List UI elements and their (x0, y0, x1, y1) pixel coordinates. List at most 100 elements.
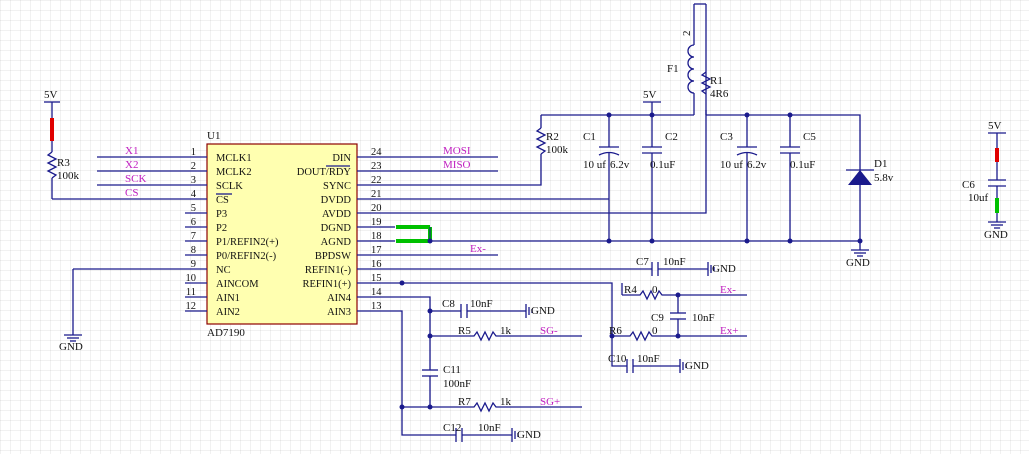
u1-right-pins: 24DIN23DOUT/RDY22SYNC21DVDD20AVDD19DGND1… (297, 147, 383, 318)
top-rail-right (706, 114, 861, 241)
resistor-r6[interactable] (622, 330, 747, 342)
capacitor-c2[interactable] (642, 115, 662, 241)
c7-value: 10nF (663, 256, 686, 268)
gnd-label-c10: GND (685, 360, 709, 372)
c11-value: 100nF (443, 378, 471, 390)
c7-ref: C7 (636, 256, 649, 268)
c12-value: 10nF (478, 422, 501, 434)
f1-pin: 2 (681, 31, 693, 37)
capacitor-c3[interactable] (736, 115, 758, 241)
u1-pin-number: 2 (191, 161, 196, 172)
u1-pin-number: 1 (191, 147, 196, 158)
dgnd-agnd-link[interactable] (396, 225, 432, 243)
capacitor-c9[interactable] (670, 295, 686, 336)
c9-ref: C9 (651, 312, 664, 324)
u1-pin-name: P1/REFIN2(+) (216, 237, 279, 248)
resistor-r7[interactable] (402, 401, 582, 413)
u1-pin-name: AVDD (322, 209, 351, 220)
u1-pin-number: 8 (191, 245, 196, 256)
u1-pin-name: AIN2 (216, 307, 240, 318)
u1-pin-number: 9 (191, 259, 196, 270)
net-label-sck: SCK (125, 173, 146, 185)
d1-ref: D1 (874, 158, 887, 170)
capacitor-c10[interactable] (611, 336, 687, 373)
r5-value: 1k (500, 325, 512, 337)
f1-ref: F1 (667, 63, 679, 75)
r3-ref: R3 (57, 157, 70, 169)
u1-pin-name: SYNC (323, 181, 351, 192)
capacitor-c8[interactable] (430, 304, 533, 318)
u1-pin-number: 6 (191, 217, 196, 228)
r4-ref: R4 (624, 284, 637, 296)
gnd-symbol-c6 (988, 221, 1006, 229)
gnd-label-c12: GND (517, 429, 541, 441)
u1-pin-name: AIN4 (327, 293, 352, 304)
r4-value: 0 (652, 284, 658, 296)
capacitor-c6[interactable] (988, 133, 1006, 222)
net-label-ex-minus-r4: Ex- (720, 284, 736, 296)
ic-u1[interactable]: U1 AD7190 1MCLK12MCLK23SCLK4CS5P36P27P1/… (185, 130, 382, 339)
gnd-label-c6: GND (984, 229, 1008, 241)
resistor-r2[interactable] (535, 115, 547, 162)
inductor-f1[interactable] (687, 3, 707, 115)
u1-pin-name: CS (216, 195, 229, 206)
u1-pin-number: 10 (186, 273, 197, 284)
c1-value2: 6.2v (610, 159, 630, 171)
capacitor-c1[interactable] (598, 115, 620, 241)
c2-value: 0.1uF (650, 159, 675, 171)
net-label-ex-minus-u1: Ex- (470, 243, 486, 255)
r6-value: 0 (652, 325, 658, 337)
u1-pin-name: AIN1 (216, 293, 240, 304)
resistor-r1[interactable] (700, 71, 712, 95)
net-label-ex-plus: Ex+ (720, 325, 738, 337)
u1-pin-name: DIN (332, 153, 351, 164)
u1-pin-name: DOUT/RDY (297, 167, 352, 178)
u1-pin-number: 4 (191, 189, 197, 200)
u1-pin-name: REFIN1(-) (305, 265, 352, 276)
r2-value: 100k (546, 144, 569, 156)
capacitor-c5[interactable] (780, 115, 800, 241)
net-label-sg-plus: SG+ (540, 396, 560, 408)
c5-ref: C5 (803, 131, 816, 143)
capacitor-c7[interactable] (651, 262, 715, 276)
r7-value: 1k (500, 396, 512, 408)
gnd-label-c8: GND (531, 305, 555, 317)
u1-pin-number: 23 (371, 161, 382, 172)
gnd-label-left: GND (59, 341, 83, 353)
u1-pin-name: P3 (216, 209, 227, 220)
left-net-wires (52, 156, 185, 335)
u1-pin-name: MCLK1 (216, 153, 252, 164)
capacitor-c11[interactable] (422, 336, 438, 407)
u1-pin-name: BPDSW (315, 251, 351, 262)
u1-pin-name: AINCOM (216, 279, 259, 290)
capacitor-c12[interactable] (455, 428, 519, 442)
u1-pin-name: MCLK2 (216, 167, 252, 178)
resistor-r5[interactable] (430, 330, 582, 342)
r2-ref: R2 (546, 131, 559, 143)
gnd-label-d1: GND (846, 257, 870, 269)
resistor-r3[interactable] (46, 110, 58, 199)
c1-ref: C1 (583, 131, 596, 143)
gnd-label-c7: GND (712, 263, 736, 275)
resistor-r4[interactable] (622, 289, 747, 301)
net-label-miso: MISO (443, 159, 471, 171)
power-5v-label-left: 5V (44, 89, 58, 101)
r3-value: 100k (57, 170, 80, 182)
u1-pin-number: 16 (371, 259, 382, 270)
c3-value2: 6.2v (747, 159, 767, 171)
c2-ref: C2 (665, 131, 678, 143)
d1-value: 5.8v (874, 172, 894, 184)
u1-pin-name: NC (216, 265, 231, 276)
c10-value: 10nF (637, 353, 660, 365)
u1-pin-name: P2 (216, 223, 227, 234)
diode-d1[interactable] (846, 169, 874, 185)
r1-ref: R1 (710, 75, 723, 87)
u1-left-pins: 1MCLK12MCLK23SCLK4CS5P36P27P1/REFIN2(+)8… (185, 147, 279, 318)
net-label-x1: X1 (125, 145, 138, 157)
u1-pin-name: AIN3 (327, 307, 351, 318)
u1-pin-number: 18 (371, 231, 382, 242)
net-label-sg-minus: SG- (540, 325, 558, 337)
r6-ref: R6 (609, 325, 622, 337)
u1-pin-name: DVDD (321, 195, 352, 206)
